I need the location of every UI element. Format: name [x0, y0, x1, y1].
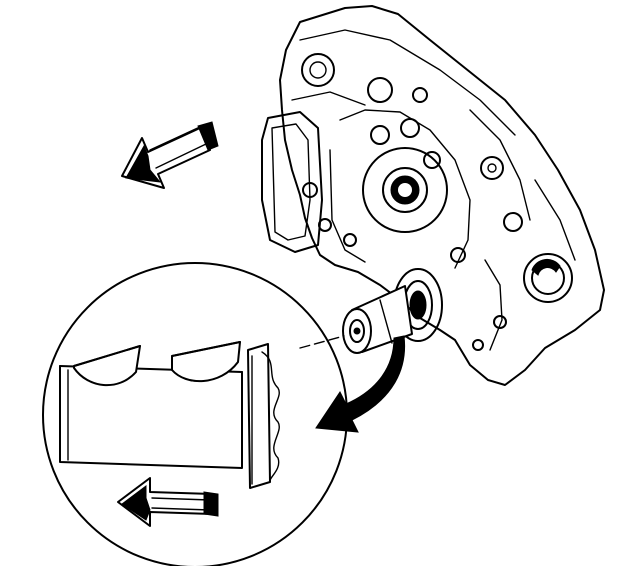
engine-front-cover — [261, 5, 605, 386]
seal-installer-tool — [299, 268, 443, 354]
detail-inset — [42, 262, 348, 566]
upper-direction-arrow-icon — [121, 121, 219, 189]
lower-direction-arrow-icon — [117, 477, 219, 527]
curved-callout-arrow-icon — [315, 335, 406, 433]
seal-cross-section — [59, 341, 280, 489]
